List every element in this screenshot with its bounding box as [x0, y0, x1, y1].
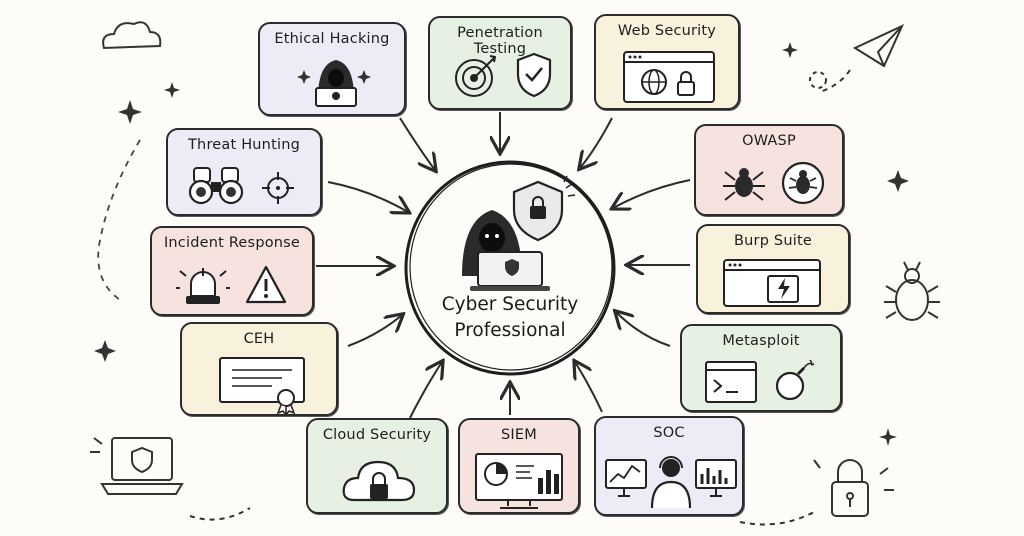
crosshair-icon [262, 172, 294, 204]
laptop-doodle [90, 437, 251, 521]
spider-bug-icon [723, 168, 765, 201]
analyst-monitors-icon [605, 456, 737, 509]
node-label: Incident Response [163, 235, 301, 251]
arrow-metasploit [616, 312, 671, 347]
node-label: Cloud Security [322, 427, 432, 443]
bug-circle-icon [781, 161, 825, 205]
hacker-laptop-icon [297, 60, 371, 107]
node-label: Burp Suite [734, 233, 812, 249]
node-incident-response: Incident Response [150, 226, 314, 316]
node-label: CEH [243, 331, 275, 347]
dashboard-monitor-icon [475, 453, 563, 509]
paper-plane-doodle [809, 23, 905, 93]
arrow-threat-hunting [327, 181, 408, 212]
binoculars-icon [188, 167, 244, 205]
target-icon [455, 55, 497, 97]
node-label: Ethical Hacking [274, 31, 390, 47]
node-threat-hunting: Threat Hunting [166, 128, 322, 216]
node-label: Metasploit [722, 333, 800, 349]
dashed-trail-left [97, 139, 141, 301]
bomb-icon [775, 359, 815, 401]
node-label: OWASP [742, 133, 796, 149]
siren-icon [176, 268, 230, 304]
center-hacker-icon [462, 210, 550, 291]
cloud-lock-icon [342, 460, 416, 502]
arrow-ceh [347, 315, 402, 347]
center-shield-icon [512, 175, 576, 242]
center-title: Cyber Security Professional [400, 292, 620, 344]
bug-doodle [884, 261, 940, 321]
node-soc: SOC [594, 416, 744, 516]
shield-check-icon [516, 52, 552, 98]
node-label: Threat Hunting [188, 137, 300, 153]
browser-lock-icon [623, 51, 715, 103]
node-penetration-testing: Penetration Testing [428, 16, 572, 110]
arrow-web-security [580, 117, 613, 168]
arrow-soc [575, 362, 603, 413]
warning-icon [245, 265, 287, 304]
padlock-doodle [739, 459, 894, 526]
node-label: Web Security [617, 23, 717, 39]
browser-bolt-icon [723, 259, 821, 307]
cloud-doodle [102, 21, 162, 50]
node-label: Penetration Testing [457, 25, 543, 57]
terminal-icon [705, 361, 757, 403]
node-label: SOC [653, 425, 685, 441]
arrow-ethical-hacking [399, 117, 435, 170]
certificate-icon [219, 357, 305, 414]
node-cloud-security: Cloud Security [306, 418, 448, 514]
node-burp-suite: Burp Suite [696, 224, 850, 314]
arrow-cloud-security [409, 362, 442, 419]
center-title-line2: Professional [454, 320, 566, 341]
node-label: SIEM [501, 427, 537, 443]
node-siem: SIEM [458, 418, 580, 514]
sparkle-doodles [94, 42, 909, 446]
node-web-security: Web Security [594, 14, 740, 110]
center-title-line1: Cyber Security [441, 294, 579, 315]
center-circle [404, 160, 616, 376]
node-ethical-hacking: Ethical Hacking [258, 22, 406, 116]
node-ceh: CEH [180, 322, 338, 416]
node-owasp: OWASP [694, 124, 844, 216]
node-metasploit: Metasploit [680, 324, 842, 412]
arrow-owasp [613, 179, 691, 208]
